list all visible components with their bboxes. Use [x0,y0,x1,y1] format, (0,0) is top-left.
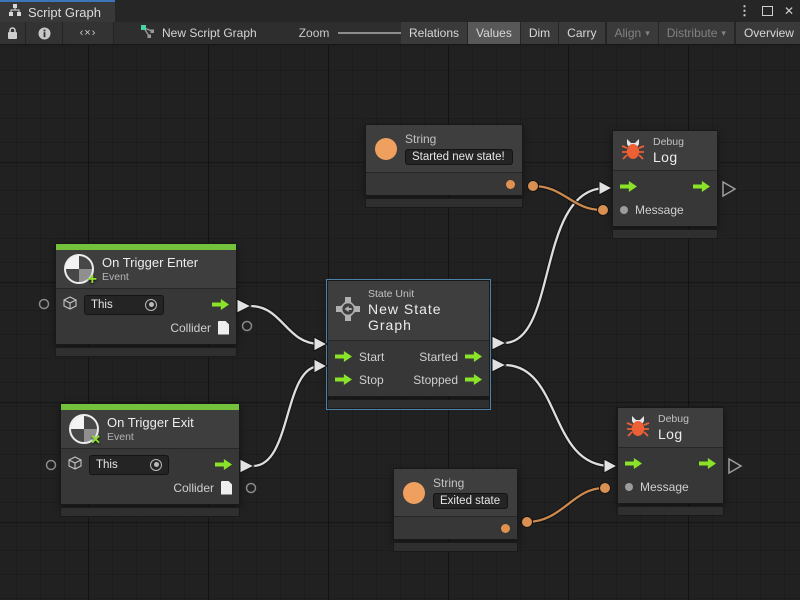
flow-output-port[interactable] [215,459,232,470]
string-value-text: Exited state [440,495,501,507]
on-trigger-enter-icon: + [64,254,97,288]
message-port-label: Message [635,202,684,217]
carry-button[interactable]: Carry [559,22,606,44]
lock-button[interactable] [0,22,26,44]
node-subtitle: Event [102,271,129,283]
node-debug-log-top[interactable]: Debug Log Message [612,130,718,239]
code-view-button[interactable]: ‹×› [63,22,114,44]
bug-icon [626,415,650,440]
collider-port-label: Collider [170,320,211,335]
state-unit-icon [336,297,360,324]
node-on-trigger-exit[interactable]: ✕ On Trigger Exit Event This [60,403,240,517]
node-subtitle: Event [107,431,134,443]
dropdown-caret-icon: ▾ [645,27,650,38]
event-accent-bar [61,404,239,410]
node-state-unit[interactable]: State Unit New State Graph Start Started… [326,279,491,410]
target-picker-icon[interactable] [145,298,157,311]
flow-input-port[interactable] [620,181,637,192]
flow-output-port[interactable] [212,299,229,310]
flow-output-port[interactable] [693,181,710,192]
node-group-label: Debug [653,136,684,148]
dim-button[interactable]: Dim [520,22,560,44]
dropdown-caret-icon: ▾ [721,27,726,38]
bug-icon [621,138,645,163]
string-output-port[interactable] [506,179,515,189]
node-group-label: Debug [658,413,689,425]
node-title: On Trigger Exit [107,415,194,430]
string-value-field[interactable]: Exited state [433,493,508,509]
target-field-value: This [91,298,113,311]
window-menu-icon[interactable]: ⋮ [737,3,751,18]
node-footer [55,347,237,357]
node-footer [365,198,523,208]
string-value-field[interactable]: Started new state! [405,149,513,165]
node-title: Log [658,426,683,442]
started-port-label: Started [419,349,458,364]
string-value-icon [403,481,425,504]
node-debug-log-bottom[interactable]: Debug Log Message [617,407,724,516]
node-kind-label: State Unit [368,288,415,300]
on-trigger-exit-icon: ✕ [69,414,101,447]
gameobject-cube-icon [63,296,77,313]
string-output-port[interactable] [501,523,510,533]
graph-toolbar: ‹×› New Script Graph Zoom 1x Relations V… [0,22,800,45]
target-field[interactable]: This [89,454,169,475]
info-button[interactable] [26,22,63,44]
tab-script-graph[interactable]: Script Graph [0,0,115,22]
string-value-icon [375,137,397,160]
collider-doc-icon[interactable] [221,480,232,495]
node-on-trigger-enter[interactable]: + On Trigger Enter Event This [55,243,237,357]
node-footer [327,399,490,409]
start-port-label: Start [359,349,385,364]
node-footer [617,506,724,516]
stop-input-port[interactable] [335,374,352,385]
target-field-value: This [96,458,118,471]
flow-input-port[interactable] [625,458,642,469]
collider-doc-icon[interactable] [218,320,229,335]
node-title: Log [653,149,678,165]
cross-badge-icon: ✕ [90,432,101,447]
tab-bar: Script Graph [0,0,800,22]
overview-button[interactable]: Overview [735,22,800,44]
zoom-label: Zoom [298,26,330,40]
message-input-port[interactable] [625,482,633,491]
node-type-label: String [405,132,437,146]
start-input-port[interactable] [335,351,352,362]
values-button[interactable]: Values [468,22,521,44]
target-field[interactable]: This [84,294,164,315]
node-footer [60,507,240,517]
relations-button[interactable]: Relations [401,22,469,44]
gameobject-cube-icon [68,456,82,473]
node-type-label: String [433,476,465,490]
node-string-bottom[interactable]: String Exited state [393,468,518,552]
string-value-text: Started new state! [412,151,505,163]
stopped-output-port[interactable] [465,374,482,385]
distribute-dropdown[interactable]: Distribute ▾ [658,22,735,44]
node-footer [393,542,518,552]
collider-port-label: Collider [173,480,214,495]
tab-title: Script Graph [28,4,101,20]
window-close-icon[interactable]: ✕ [783,4,794,18]
node-string-top[interactable]: String Started new state! [365,124,523,208]
started-output-port[interactable] [465,351,482,362]
graph-name-label: New Script Graph [162,26,257,40]
event-accent-bar [56,244,236,250]
flow-output-port[interactable] [699,458,716,469]
node-footer [612,229,718,239]
stop-port-label: Stop [359,372,384,387]
plus-badge-icon: + [87,271,97,288]
node-title: New State Graph [368,301,442,333]
stopped-port-label: Stopped [413,372,458,387]
message-port-label: Message [640,479,689,494]
align-dropdown[interactable]: Align ▾ [606,22,659,44]
window-maximize-icon[interactable] [761,6,773,16]
message-input-port[interactable] [620,205,628,214]
graph-hierarchy-icon [8,4,22,20]
script-graph-icon [140,24,155,42]
target-picker-icon[interactable] [150,458,162,471]
node-title: On Trigger Enter [102,255,199,270]
